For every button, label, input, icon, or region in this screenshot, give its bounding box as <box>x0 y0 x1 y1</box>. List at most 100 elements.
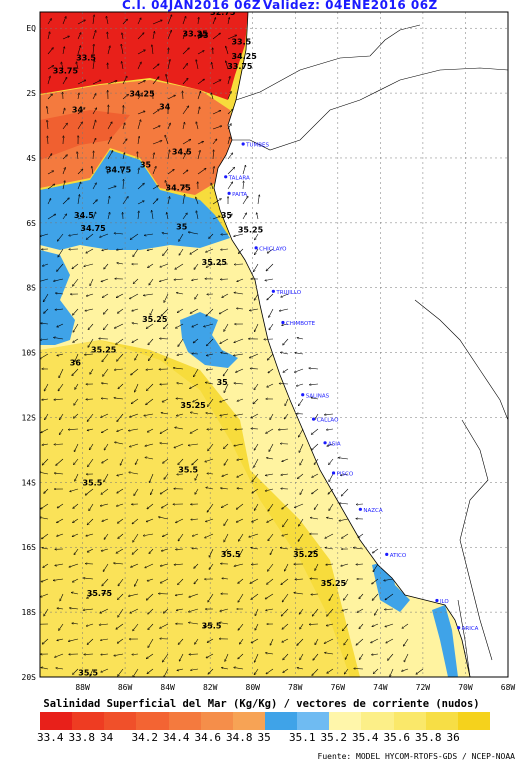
current-vector <box>160 563 169 566</box>
contour-label: 34.25 <box>129 89 155 98</box>
current-vector <box>284 413 289 419</box>
current-vector <box>278 429 289 430</box>
colorbar-label: 34.6 <box>194 731 222 744</box>
current-vector <box>237 308 244 309</box>
current-vector <box>251 638 259 643</box>
colorbar-segment <box>329 712 362 730</box>
current-vector <box>90 368 94 374</box>
current-vector <box>70 488 79 491</box>
current-vector <box>59 428 64 435</box>
current-vector <box>255 623 259 630</box>
current-vector <box>132 323 139 324</box>
current-vector <box>344 668 349 674</box>
current-vector <box>83 578 94 579</box>
current-vector <box>107 122 112 130</box>
current-vector <box>182 194 185 205</box>
current-vector <box>42 548 49 550</box>
current-vector <box>84 263 94 266</box>
current-vector <box>152 126 160 130</box>
current-vector <box>404 653 409 662</box>
current-vector <box>162 398 169 402</box>
current-vector <box>146 653 154 659</box>
current-vector <box>182 91 183 100</box>
current-vector <box>147 383 154 391</box>
current-vector <box>206 653 214 658</box>
colorbar-segment <box>297 712 330 730</box>
current-vector <box>162 233 169 234</box>
city-marker <box>457 626 461 630</box>
current-vector <box>255 608 259 616</box>
current-vector <box>131 563 139 567</box>
current-vector <box>42 399 49 400</box>
current-vector <box>159 278 169 281</box>
current-vector <box>117 488 124 493</box>
forecast-init-label: C.I. 04JAN2016 06Z <box>122 0 262 12</box>
lat-tick-label: 4S <box>26 154 36 163</box>
current-vector <box>226 61 229 70</box>
current-vector <box>145 457 154 460</box>
salinity-zone-orange-dark <box>40 110 130 160</box>
current-vector <box>135 353 139 360</box>
current-vector <box>251 548 259 550</box>
current-vector <box>309 368 319 369</box>
current-vector <box>340 473 349 475</box>
current-vector <box>345 578 349 584</box>
salinity-zone-blue-south <box>372 560 410 612</box>
current-vector <box>92 200 97 205</box>
colorbar-segment <box>136 712 169 730</box>
current-vector <box>99 624 109 625</box>
current-vector <box>114 398 124 400</box>
current-vector <box>195 638 199 644</box>
current-vector <box>128 593 139 596</box>
contour-label: 36 <box>70 359 82 368</box>
current-vector <box>227 137 230 145</box>
current-vector <box>42 638 49 644</box>
current-vector <box>189 623 199 625</box>
contour-label: 32.75 <box>210 8 236 17</box>
current-vector <box>196 122 199 130</box>
current-vector <box>283 518 289 527</box>
contour-label: 33.5 <box>76 54 96 63</box>
current-vector <box>117 308 124 313</box>
current-vector <box>132 654 139 655</box>
current-vector <box>387 653 394 660</box>
current-vector <box>73 503 79 508</box>
current-vector <box>135 458 139 465</box>
current-vector <box>146 369 154 370</box>
current-vector <box>194 578 199 584</box>
current-vector <box>299 518 304 526</box>
current-vector <box>190 308 199 313</box>
current-vector <box>73 413 79 418</box>
current-vector <box>281 578 289 585</box>
current-vector <box>356 638 364 645</box>
current-vector <box>161 308 169 316</box>
current-vector <box>137 81 145 85</box>
current-vector <box>87 593 94 598</box>
current-vector <box>372 654 379 655</box>
current-vector <box>212 80 221 85</box>
current-vector <box>100 503 109 506</box>
current-vector <box>178 533 184 541</box>
current-vector <box>234 667 244 670</box>
city-label: ASIA <box>328 441 341 447</box>
lon-tick-label: 68W <box>501 683 516 692</box>
colorbar-segment <box>200 712 233 730</box>
current-vector <box>47 184 55 190</box>
lat-tick-label: 10S <box>22 349 37 358</box>
current-vector <box>167 169 174 175</box>
current-vector <box>118 608 124 617</box>
current-vector <box>72 623 79 624</box>
current-vector <box>267 578 274 584</box>
current-vector <box>239 548 244 557</box>
contour-label: 34.75 <box>166 183 192 192</box>
colorbar-label: 36 <box>446 731 460 744</box>
current-vector <box>137 136 139 145</box>
current-vector <box>268 533 274 541</box>
current-vector <box>88 338 94 347</box>
city-label: NAZCA <box>363 508 382 514</box>
current-vector <box>146 323 154 329</box>
current-vector <box>329 473 334 482</box>
contour-label: 35.5 <box>202 621 222 630</box>
current-vector <box>77 182 81 190</box>
current-vector <box>327 668 334 673</box>
